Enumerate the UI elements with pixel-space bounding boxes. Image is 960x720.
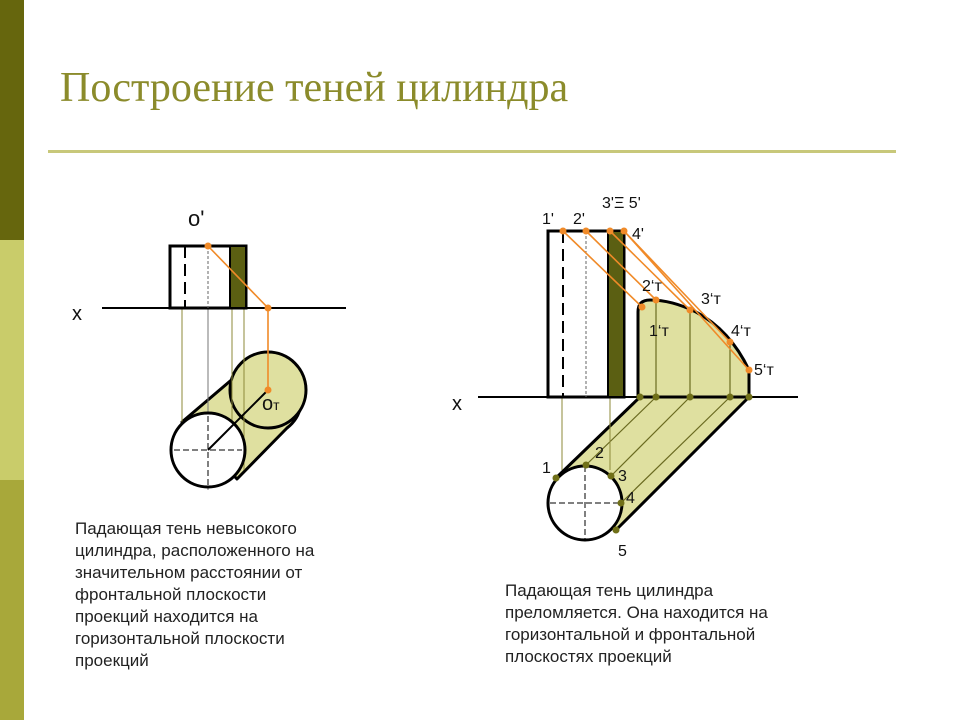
right-label-3-shadow: 3‘т xyxy=(701,291,721,308)
right-label-1-shadow: 1‘т xyxy=(649,323,669,340)
right-front-dark-shade xyxy=(607,230,625,398)
right-label-4-plan: 4 xyxy=(626,490,635,507)
left-label-ot: oт xyxy=(262,393,280,415)
right-plan-point-1 xyxy=(552,474,560,482)
right-point-3-shadow xyxy=(686,306,694,314)
right-light-ray xyxy=(562,230,643,308)
right-point-1-shadow xyxy=(638,303,646,311)
left-label-o-prime: o' xyxy=(188,206,204,231)
right-label-3-plan: 3 xyxy=(618,468,627,485)
sidebar-segment-middle xyxy=(0,240,24,480)
left-point-axis xyxy=(264,304,272,312)
right-label-1-front: 1' xyxy=(542,211,554,228)
right-label-4-front: 4' xyxy=(632,226,644,243)
sidebar-decoration xyxy=(0,0,24,720)
right-label-x: x xyxy=(452,393,462,415)
right-axis-point xyxy=(726,393,734,401)
right-light-ray xyxy=(585,230,657,301)
right-point-3-front xyxy=(606,227,614,235)
left-center-connector xyxy=(207,389,269,451)
title-underline xyxy=(48,150,896,153)
right-axis-point xyxy=(652,393,660,401)
right-label-5-plan: 5 xyxy=(618,543,627,560)
right-shadow-dline xyxy=(610,396,691,477)
left-point-o xyxy=(204,242,212,250)
right-point-5-shadow xyxy=(745,366,753,374)
right-shadow-dline xyxy=(585,396,657,466)
left-label-x: x xyxy=(72,303,82,325)
right-axis-point xyxy=(686,393,694,401)
right-point-4-shadow xyxy=(726,338,734,346)
right-caption: Падающая тень цилиндра преломляется. Она… xyxy=(505,581,768,666)
right-plan-point-2 xyxy=(582,461,590,469)
right-plan-point-3 xyxy=(607,472,615,480)
right-axis-point xyxy=(745,393,753,401)
sidebar-segment-bottom xyxy=(0,480,24,720)
right-point-4-front xyxy=(620,227,628,235)
right-label-4-shadow: 4‘т xyxy=(731,323,751,340)
right-label-35-front: 3'Ξ 5' xyxy=(602,195,641,212)
left-point-ot xyxy=(264,386,272,394)
right-label-2-plan: 2 xyxy=(595,445,604,462)
right-frontal-shadow xyxy=(636,298,751,399)
right-plan-point-4 xyxy=(617,499,625,507)
right-figure: x 1' 2' 3'Ξ 5' 4' 2‘т 3‘т 1‘т 4‘т 5‘т 1 … xyxy=(452,195,798,560)
right-point-2-shadow xyxy=(652,296,660,304)
slide-title: Построение теней цилиндра xyxy=(60,65,569,111)
right-shadow-dline xyxy=(620,396,731,504)
sidebar-segment-top xyxy=(0,0,24,240)
right-label-1-plan: 1 xyxy=(542,460,551,477)
left-caption: Падающая тень невысокого цилиндра, распо… xyxy=(75,519,315,670)
right-label-2-shadow: 2‘т xyxy=(642,278,662,295)
right-light-ray xyxy=(609,230,691,311)
right-point-2-front xyxy=(582,227,590,235)
right-point-1-front xyxy=(559,227,567,235)
right-light-ray xyxy=(623,230,750,371)
right-axis-point xyxy=(636,393,644,401)
right-label-2-front: 2' xyxy=(573,211,585,228)
right-label-5-shadow: 5‘т xyxy=(754,362,774,379)
right-plan-point-5 xyxy=(612,526,620,534)
left-figure: o' x oт xyxy=(72,206,346,490)
